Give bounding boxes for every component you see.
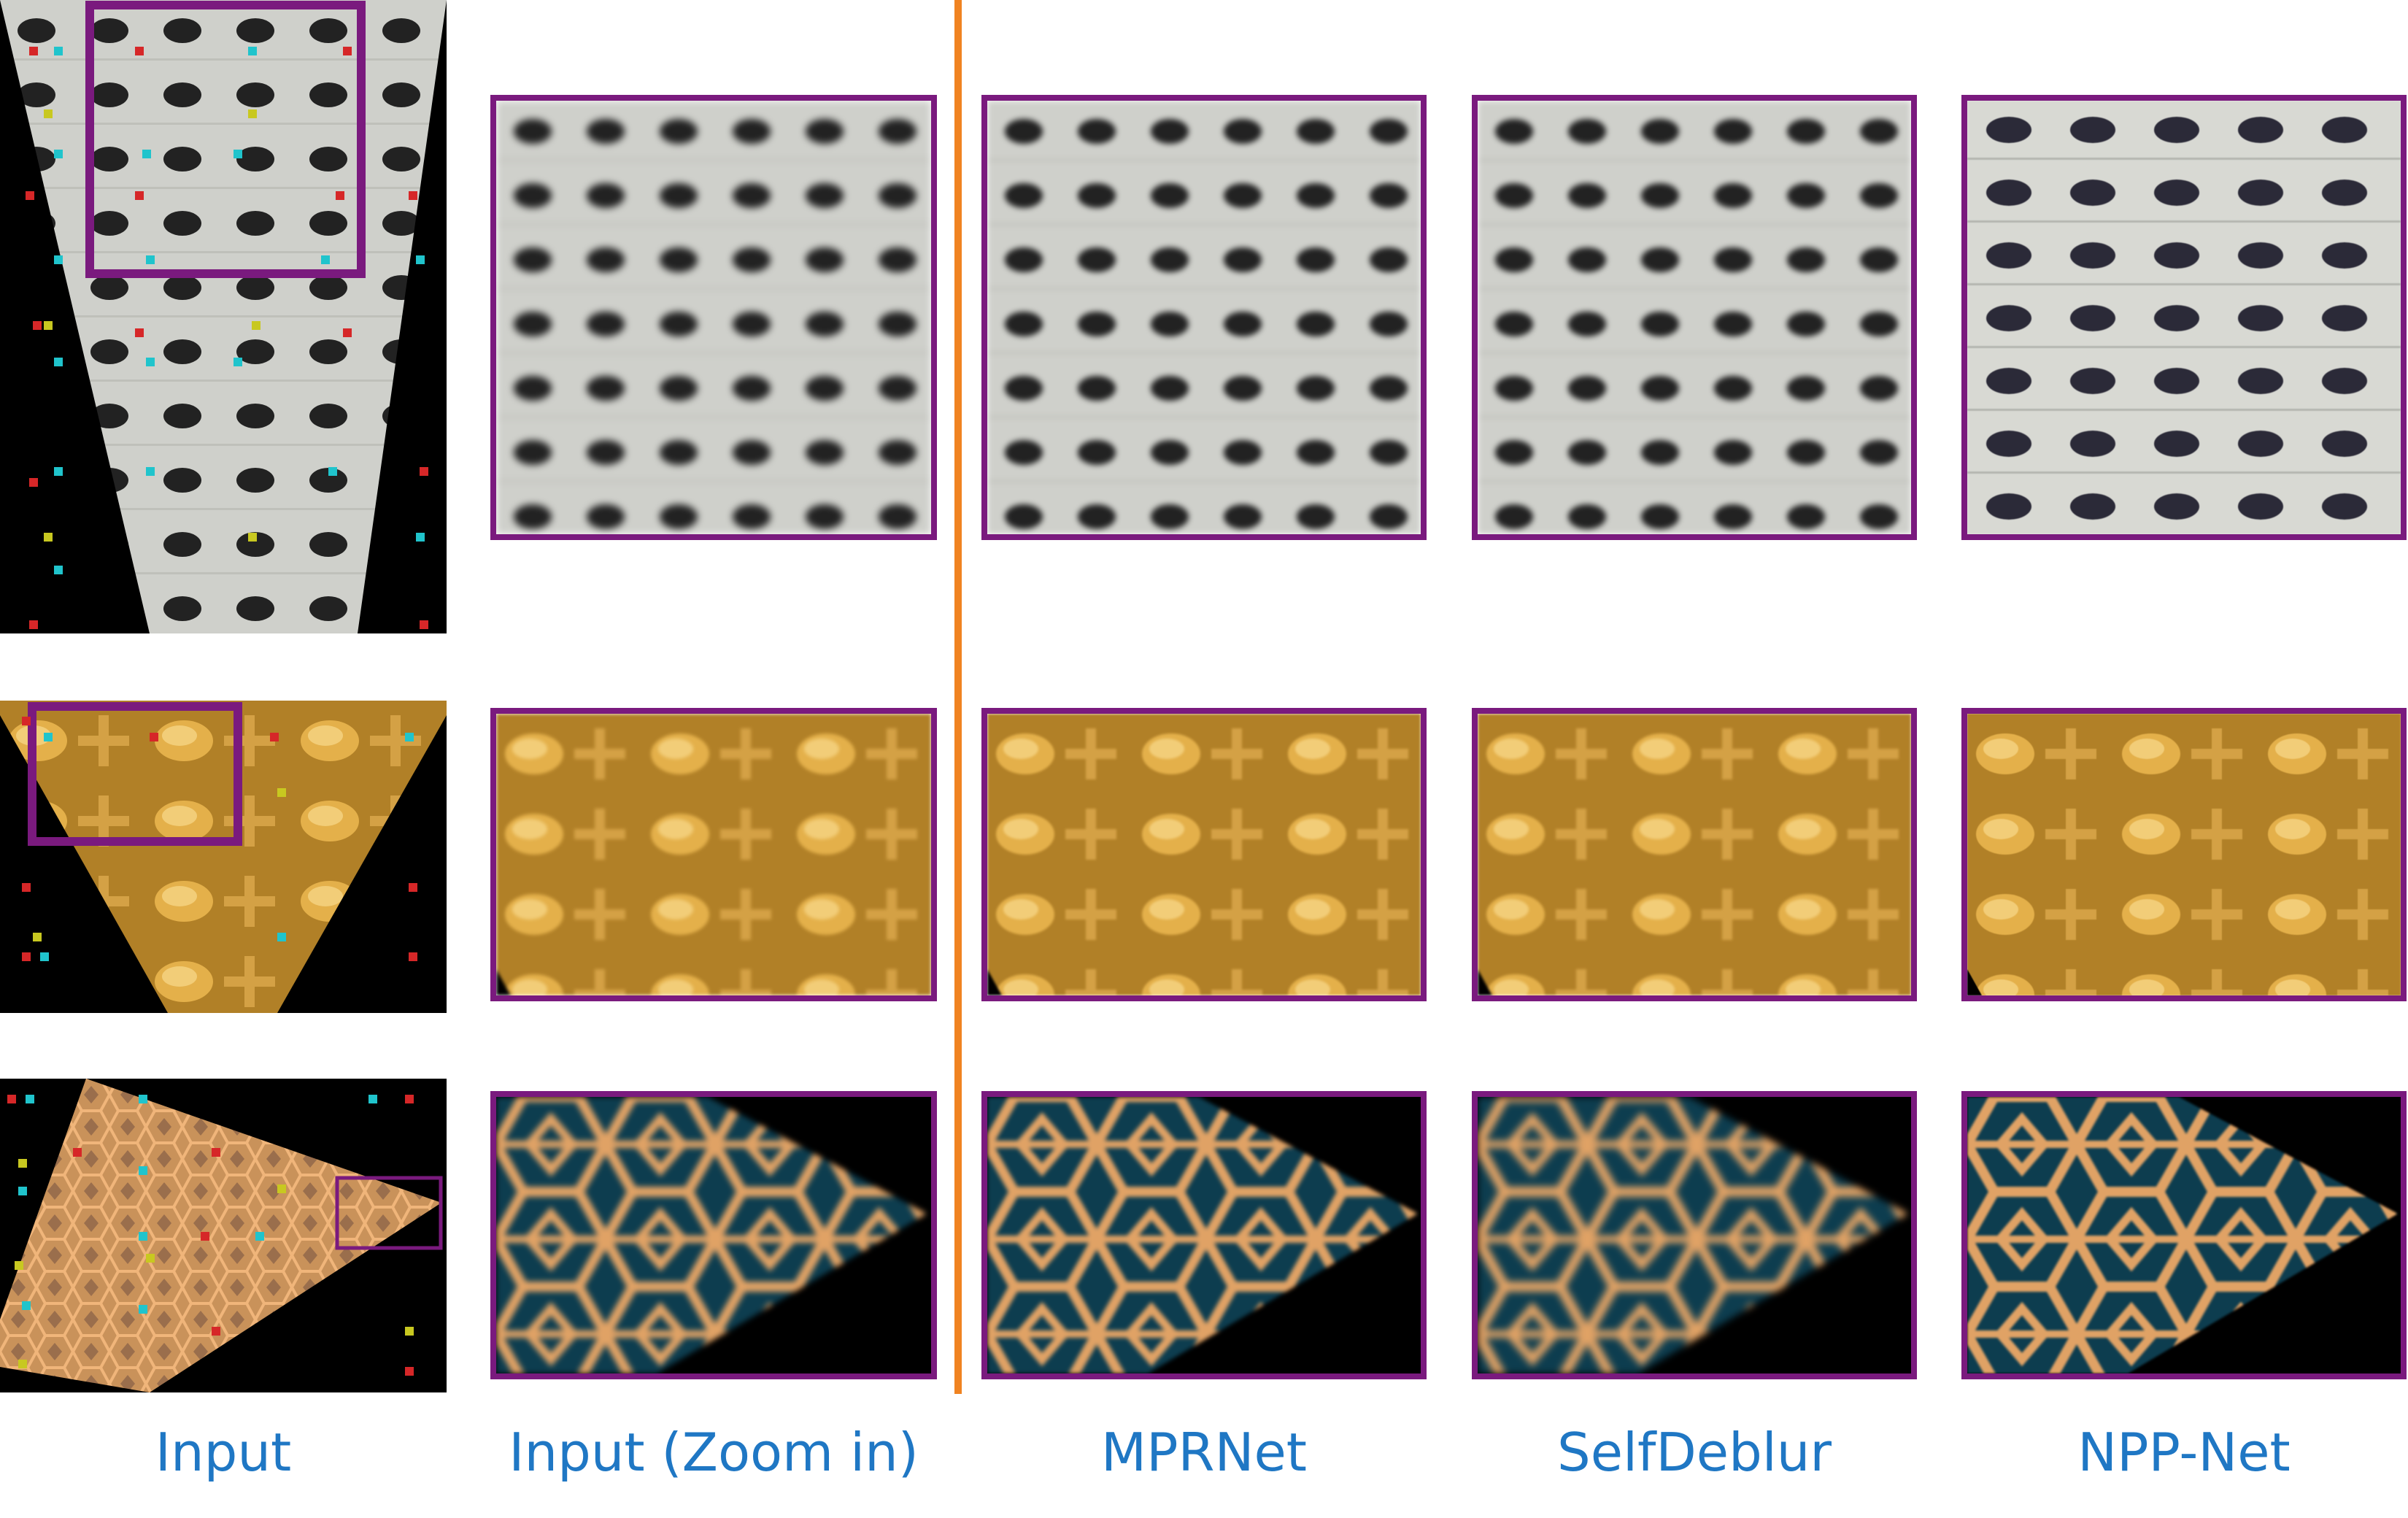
- nppnet-panel-row1: [1961, 95, 2407, 540]
- label-mprnet: MPRNet: [1101, 1422, 1307, 1483]
- zoom-panel-row1: [490, 95, 937, 540]
- selfdeblur-image-star: [1478, 1097, 1911, 1373]
- input-thumbnail-row2: [0, 701, 447, 1013]
- zoom-panel-row2: [490, 708, 937, 1001]
- input-image-star: [0, 1079, 447, 1392]
- point-markers: [7, 1095, 414, 1376]
- point-markers: [22, 717, 417, 961]
- nppnet-panel-row3: [1961, 1091, 2407, 1379]
- nppnet-image-gold: [1967, 714, 2401, 995]
- input-image-gold: [0, 701, 447, 1013]
- selfdeblur-panel-row2: [1472, 708, 1917, 1001]
- zoom-image-concrete: [496, 101, 931, 534]
- mprnet-image-star: [987, 1097, 1421, 1373]
- point-markers: [26, 47, 428, 629]
- nppnet-panel-row2: [1961, 708, 2407, 1001]
- input-image-concrete: [0, 0, 447, 633]
- label-input: Input: [155, 1422, 292, 1483]
- label-selfdeblur: SelfDeblur: [1556, 1422, 1832, 1483]
- mprnet-panel-row3: [981, 1091, 1427, 1379]
- orange-divider: [954, 0, 962, 1394]
- input-thumbnail-row3: [0, 1079, 447, 1392]
- zoom-image-gold: [496, 714, 931, 995]
- mprnet-panel-row1: [981, 95, 1427, 540]
- mprnet-image-concrete: [987, 101, 1421, 534]
- nppnet-image-star: [1967, 1097, 2401, 1373]
- selfdeblur-image-concrete: [1478, 101, 1911, 534]
- label-nppnet: NPP-Net: [2077, 1422, 2291, 1483]
- label-input-zoom: Input (Zoom in): [509, 1422, 919, 1483]
- mprnet-image-gold: [987, 714, 1421, 995]
- selfdeblur-panel-row3: [1472, 1091, 1917, 1379]
- input-thumbnail-row1: [0, 0, 447, 633]
- selfdeblur-image-gold: [1478, 714, 1911, 995]
- mprnet-panel-row2: [981, 708, 1427, 1001]
- zoom-panel-row3: [490, 1091, 937, 1379]
- nppnet-image-concrete: [1967, 101, 2401, 534]
- zoom-image-star: [496, 1097, 931, 1373]
- selfdeblur-panel-row1: [1472, 95, 1917, 540]
